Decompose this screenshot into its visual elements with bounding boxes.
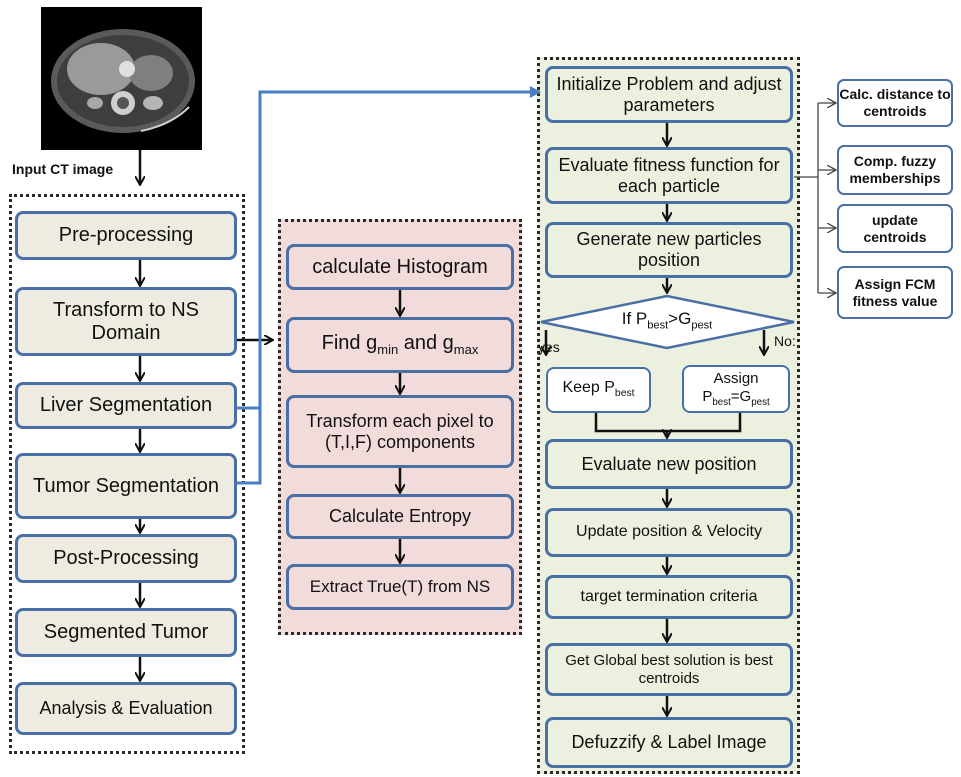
yes-label: yes (538, 339, 560, 355)
step-post-processing: Post-Processing (15, 534, 237, 583)
pso-initialize: Initialize Problem and adjust parameters (545, 66, 793, 123)
step-segmented-tumor: Segmented Tumor (15, 608, 237, 657)
no-label: No: (774, 333, 796, 349)
pso-defuzzify: Defuzzify & Label Image (545, 717, 793, 768)
pso-generate-particles: Generate new particles position (545, 222, 793, 278)
assign-pbest-gpest: Assign Pbest=Gpest (682, 365, 790, 413)
keep-pbest: Keep Pbest (546, 367, 651, 413)
input-ct-label: Input CT image (12, 161, 114, 177)
decision-diamond (540, 294, 795, 350)
pso-evaluate-fitness: Evaluate fitness function for each parti… (545, 147, 793, 204)
ns-calculate-histogram: calculate Histogram (286, 244, 514, 290)
ns-calculate-entropy: Calculate Entropy (286, 494, 514, 539)
pso-global-best: Get Global best solution is best centroi… (545, 643, 793, 696)
fcm-assign-fitness: Assign FCM fitness value (837, 266, 953, 319)
step-tumor-segmentation: Tumor Segmentation (15, 453, 237, 519)
ns-find-gmin-gmax: Find gmin and gmax (286, 317, 514, 373)
step-transform-ns: Transform to NS Domain (15, 287, 237, 356)
fcm-update-centroids: update centroids (837, 204, 953, 253)
ct-image (41, 7, 202, 150)
step-pre-processing: Pre-processing (15, 211, 237, 260)
pso-evaluate-position: Evaluate new position (545, 439, 793, 489)
ns-extract-true: Extract True(T) from NS (286, 564, 514, 610)
main-pipeline-panel (9, 194, 245, 754)
fcm-fuzzy-memberships: Comp. fuzzy memberships (837, 145, 953, 195)
step-liver-segmentation: Liver Segmentation (15, 382, 237, 429)
pso-update-velocity: Update position & Velocity (545, 508, 793, 557)
ct-scan-graphic (51, 29, 195, 133)
fcm-calc-distance: Calc. distance to centroids (837, 79, 953, 127)
ns-transform-pixel: Transform each pixel to (T,I,F) componen… (286, 395, 514, 468)
decision-label: If Pbest>Gpest (621, 309, 713, 332)
pso-termination: target termination criteria (545, 575, 793, 619)
step-analysis-evaluation: Analysis & Evaluation (15, 682, 237, 735)
